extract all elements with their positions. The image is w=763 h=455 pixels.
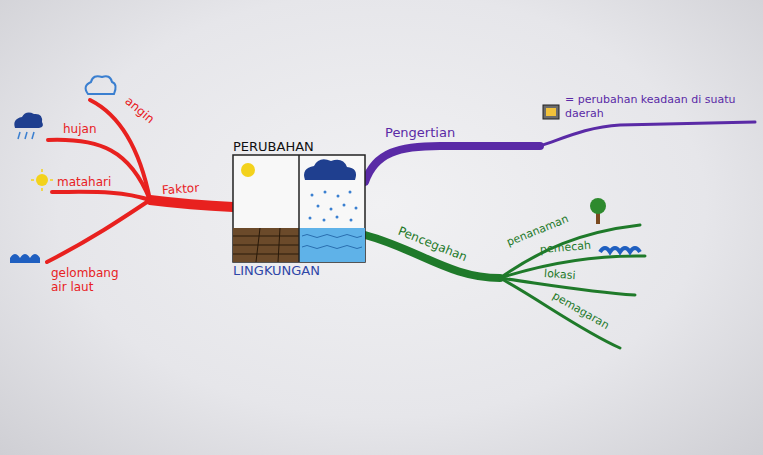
- branch-label: lokasi: [544, 267, 576, 283]
- branch-label: hujan: [63, 122, 97, 136]
- branch-label: matahari: [57, 175, 111, 189]
- central-picture-node: PERUBAHANLINGKUNGAN: [233, 155, 365, 262]
- branch-label: = perubahan keadaan di suatu daerah: [565, 93, 750, 121]
- branch-label: Pengertian: [385, 126, 455, 140]
- branch-label: Faktor: [162, 181, 200, 198]
- branch-label: pemecah: [539, 239, 591, 257]
- central-subheading: LINGKUNGAN: [233, 263, 320, 278]
- branch-label: gelombang air laut: [51, 266, 117, 294]
- central-heading: PERUBAHAN: [233, 139, 314, 154]
- branch-label: angin: [122, 94, 157, 126]
